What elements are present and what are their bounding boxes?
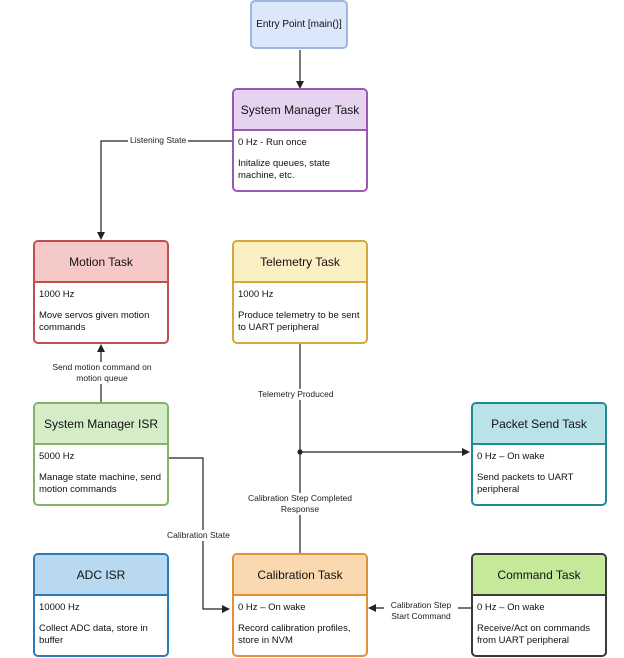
telemetry-task-desc: Produce telemetry to be sent to UART per… <box>238 310 360 333</box>
adc-isr-rate: 10000 Hz <box>39 602 80 613</box>
adc-isr-title: ADC ISR <box>35 555 167 596</box>
system-manager-isr-desc: Manage state machine, send motion comman… <box>39 472 161 495</box>
packet-send-task-rate: 0 Hz – On wake <box>477 451 545 462</box>
system-manager-task-rate: 0 Hz - Run once <box>238 137 307 148</box>
adc-isr-node[interactable]: ADC ISR 10000 Hz Collect ADC data, store… <box>33 553 169 657</box>
motion-task-rate: 1000 Hz <box>39 289 75 300</box>
edge-label-send-motion-command: Send motion command on motion queue <box>48 362 156 384</box>
calibration-task-title: Calibration Task <box>234 555 366 596</box>
packet-send-task-title: Packet Send Task <box>473 404 605 445</box>
calibration-task-desc: Record calibration profiles, store in NV… <box>238 623 351 646</box>
command-task-title: Command Task <box>473 555 605 596</box>
edge-label-listening-state: Listening State <box>128 135 189 146</box>
command-task-rate: 0 Hz – On wake <box>477 602 545 613</box>
command-task-node[interactable]: Command Task 0 Hz – On wake Receive/Act … <box>471 553 607 657</box>
entry-point-label: Entry Point [main()] <box>256 19 342 30</box>
packet-send-task-desc: Send packets to UART peripheral <box>477 472 574 495</box>
motion-task-node[interactable]: Motion Task 1000 Hz Move servos given mo… <box>33 240 169 344</box>
junction-dot <box>297 449 303 455</box>
system-manager-isr-title: System Manager ISR <box>35 404 167 445</box>
packet-send-task-node[interactable]: Packet Send Task 0 Hz – On wake Send pac… <box>471 402 607 506</box>
edge-label-calibration-state: Calibration State <box>165 530 232 541</box>
system-manager-isr-rate: 5000 Hz <box>39 451 75 462</box>
telemetry-task-title: Telemetry Task <box>234 242 366 283</box>
system-manager-task-desc: Initalize queues, state machine, etc. <box>238 158 330 181</box>
edge-label-calibration-step-completed: Calibration Step Completed Response <box>246 493 354 515</box>
motion-task-desc: Move servos given motion commands <box>39 310 150 333</box>
telemetry-task-node[interactable]: Telemetry Task 1000 Hz Produce telemetry… <box>232 240 368 344</box>
edge-listening-state <box>97 140 232 240</box>
entry-point-node[interactable]: Entry Point [main()] <box>250 0 348 49</box>
calibration-task-node[interactable]: Calibration Task 0 Hz – On wake Record c… <box>232 553 368 657</box>
system-manager-isr-node[interactable]: System Manager ISR 5000 Hz Manage state … <box>33 402 169 506</box>
telemetry-task-rate: 1000 Hz <box>238 289 274 300</box>
command-task-desc: Receive/Act on commands from UART periph… <box>477 623 590 646</box>
motion-task-title: Motion Task <box>35 242 167 283</box>
edge-label-calibration-step-start: Calibration Step Start Command <box>384 600 458 622</box>
edge-label-telemetry-produced: Telemetry Produced <box>256 389 336 400</box>
adc-isr-desc: Collect ADC data, store in buffer <box>39 623 148 646</box>
system-manager-task-node[interactable]: System Manager Task 0 Hz - Run once Init… <box>232 88 368 192</box>
system-manager-task-title: System Manager Task <box>234 90 366 131</box>
calibration-task-rate: 0 Hz – On wake <box>238 602 306 613</box>
